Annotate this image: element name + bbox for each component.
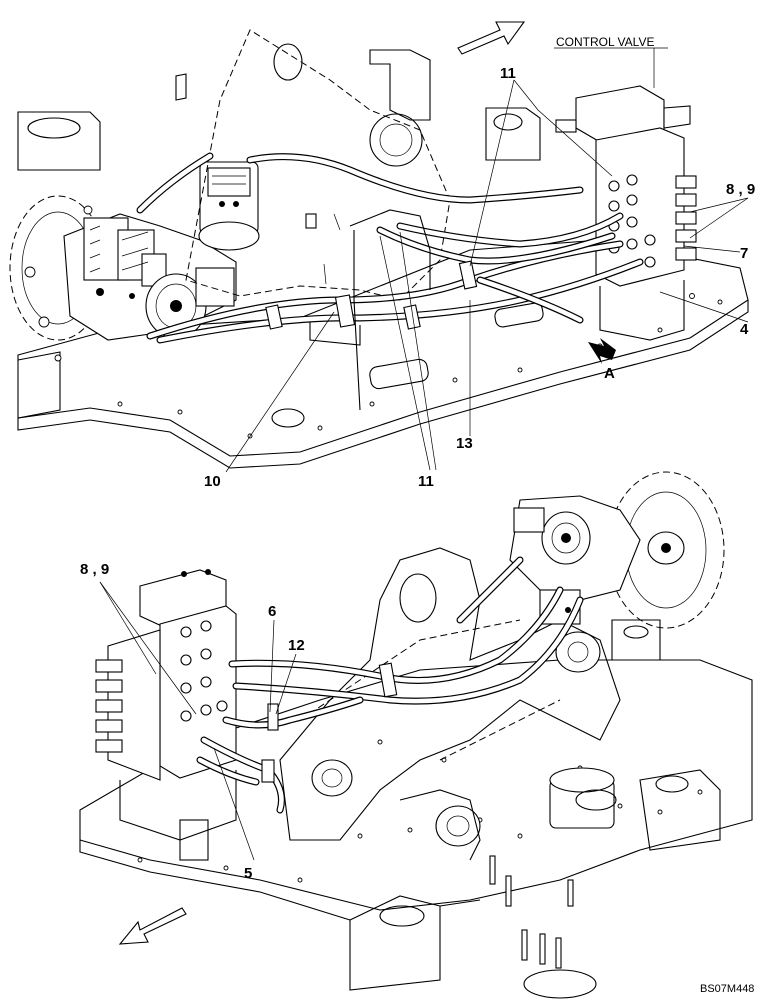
valve-ports: [608, 174, 656, 268]
callout-a: A: [604, 365, 615, 382]
leader-lines-top: [225, 47, 749, 473]
plate-holes: [54, 293, 723, 439]
callout-12: 12: [288, 637, 305, 654]
swing-motor-bottom: [549, 767, 617, 829]
callout-7: 7: [740, 245, 748, 262]
callout-5: 5: [244, 865, 252, 882]
hoses-top: [136, 152, 644, 344]
callout-4: 4: [740, 321, 749, 338]
engine-pump-bottom: [509, 471, 725, 629]
counterweight: [17, 351, 61, 419]
hose-clamp-bottom: [261, 662, 398, 783]
upper-frame-plate: [17, 239, 749, 457]
callout-6: 6: [268, 603, 276, 620]
lower-frame-plate: [79, 659, 753, 911]
leader-lines-bottom: [99, 581, 297, 861]
callout-10: 10: [204, 473, 221, 490]
top-view: CONTROL VALVE 11 8 , 9 7 4 A 13 11 10: [9, 21, 755, 490]
direction-arrow-bottom-icon: [118, 907, 187, 945]
drawing-code: BS07M448: [700, 983, 754, 995]
control-valve-label: CONTROL VALVE: [556, 35, 654, 49]
callout-13: 13: [456, 435, 473, 452]
bolt-icon: [489, 855, 597, 999]
boom-bracket-bottom: [279, 547, 621, 861]
swing-motor: [198, 161, 260, 251]
control-valve-bottom: [95, 569, 237, 861]
view-arrow-icon: [588, 338, 616, 364]
valve-spools: [675, 175, 697, 261]
bottom-view: 8 , 9 6 12 5: [79, 471, 753, 999]
hose-clamp-icon: [265, 260, 478, 330]
control-valve-top: [555, 85, 697, 341]
callout-8-9-bottom: 8 , 9: [80, 561, 109, 578]
callout-11-top: 11: [500, 65, 516, 82]
counterweight-bottom: [349, 895, 441, 991]
callout-11-bottom: 11: [418, 473, 434, 490]
hoses-bottom: [196, 556, 584, 814]
valve-ports-bottom: [180, 620, 228, 722]
direction-arrow-icon: [457, 21, 526, 55]
valve-spools-bottom: [95, 659, 123, 753]
callout-8-9-top: 8 , 9: [726, 181, 755, 198]
